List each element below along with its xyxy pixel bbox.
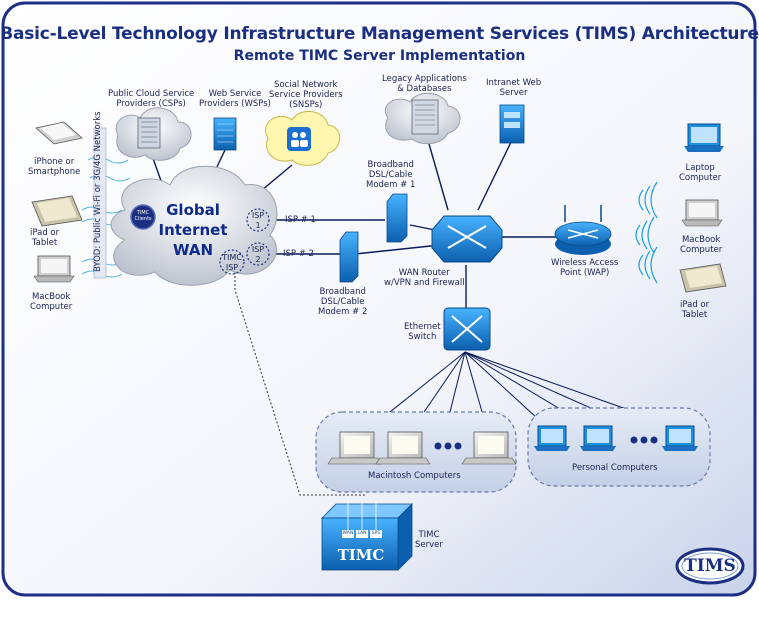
- macbook-left-device-icon: [33, 255, 75, 283]
- pc-computer-icon: [580, 425, 616, 451]
- mac-computer-icon: [375, 431, 431, 465]
- server-port-wan: WAN: [342, 531, 354, 536]
- global-wan-cloud: [110, 165, 278, 286]
- isp1-line-label: ISP # 1: [285, 215, 316, 225]
- ethernet-switch-icon: [443, 307, 491, 351]
- global-wan-label: Global Internet WAN: [158, 201, 228, 259]
- pc-computer-icon: [662, 425, 698, 451]
- server-port-sps: SPS: [371, 531, 381, 536]
- page-title: Basic-Level Technology Infrastructure Ma…: [0, 24, 759, 44]
- page-subtitle: Remote TIMC Server Implementation: [233, 48, 526, 64]
- legacy-apps-label: Legacy Applications& Databases: [382, 74, 467, 94]
- timc-server-icon: [321, 500, 413, 571]
- laptop-right-device-icon: [684, 123, 724, 152]
- mac-computer-icon: [461, 431, 517, 465]
- intranet-server-icon: [499, 104, 525, 144]
- pc-group-label: Personal Computers: [572, 463, 658, 473]
- tims-logo-text: TIMS: [684, 556, 736, 576]
- timc-clients-badge: TIMC Clients: [134, 210, 152, 222]
- tims-logo: [675, 547, 745, 585]
- wireless-access-point-icon: [554, 205, 612, 255]
- mac-group-label: Macintosh Computers: [368, 471, 461, 481]
- macbook-right-device-icon: [681, 199, 723, 227]
- web-service-server-icon: [213, 117, 237, 151]
- public-cloud-icon: [115, 107, 192, 161]
- ellipsis-icon: [434, 442, 462, 450]
- ellipsis-icon: [630, 436, 658, 444]
- byod-label: BYOD: Public Wi-Fi or 3G/4G Networks: [93, 111, 103, 272]
- modem-1-icon: [386, 193, 408, 243]
- social-network-cloud-icon: [265, 110, 341, 166]
- wan-router-icon: [431, 215, 503, 263]
- iphone-device-icon: [35, 121, 83, 145]
- pc-computer-icon: [534, 425, 570, 451]
- pc-group: [527, 407, 711, 487]
- modem-2-icon: [339, 231, 359, 283]
- isp2-line-label: ISP # 2: [283, 249, 314, 259]
- legacy-apps-cloud-icon: [385, 92, 461, 145]
- server-logo-text: TIMC: [337, 546, 385, 564]
- server-port-lan: LAN: [357, 531, 367, 536]
- ipad-left-device-icon: [31, 195, 83, 227]
- ipad-right-device-icon: [679, 263, 727, 293]
